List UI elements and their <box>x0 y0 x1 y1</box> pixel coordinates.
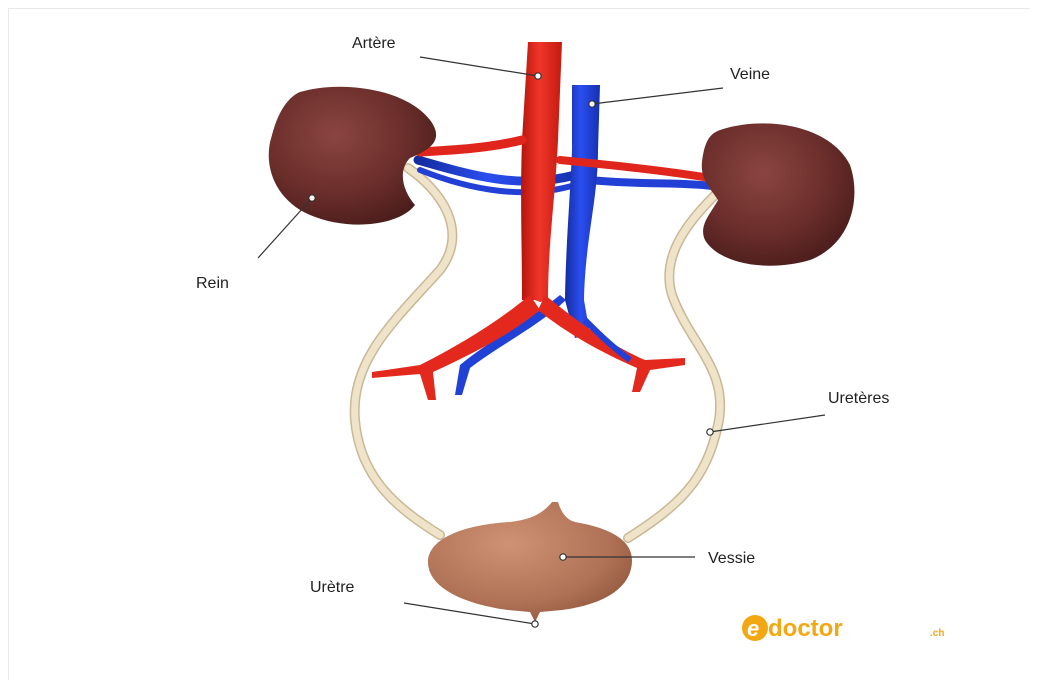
kidney-right <box>702 123 855 265</box>
label-vessie: Vessie <box>708 550 755 567</box>
leader-artere <box>420 57 538 76</box>
dot-ureteres <box>707 429 713 435</box>
kidney-left <box>269 87 436 225</box>
dot-vessie <box>560 554 566 560</box>
logo-e: e <box>747 616 759 641</box>
dot-rein <box>309 195 315 201</box>
label-veine: Veine <box>730 66 770 83</box>
bladder <box>428 502 632 622</box>
label-ureteres: Uretères <box>828 390 889 407</box>
label-uretre: Urètre <box>310 579 355 596</box>
label-artere: Artère <box>352 35 396 52</box>
leader-veine <box>592 88 723 104</box>
dot-artere <box>535 73 541 79</box>
dot-uretre <box>532 621 538 627</box>
dot-veine <box>589 101 595 107</box>
edoctor-logo: e doctor .ch <box>742 615 944 642</box>
label-rein: Rein <box>196 275 229 292</box>
logo-suffix: .ch <box>930 628 944 639</box>
leader-ureteres <box>710 415 825 432</box>
leader-rein <box>258 198 312 258</box>
renal-veins <box>418 160 712 192</box>
logo-text: doctor <box>768 615 843 642</box>
